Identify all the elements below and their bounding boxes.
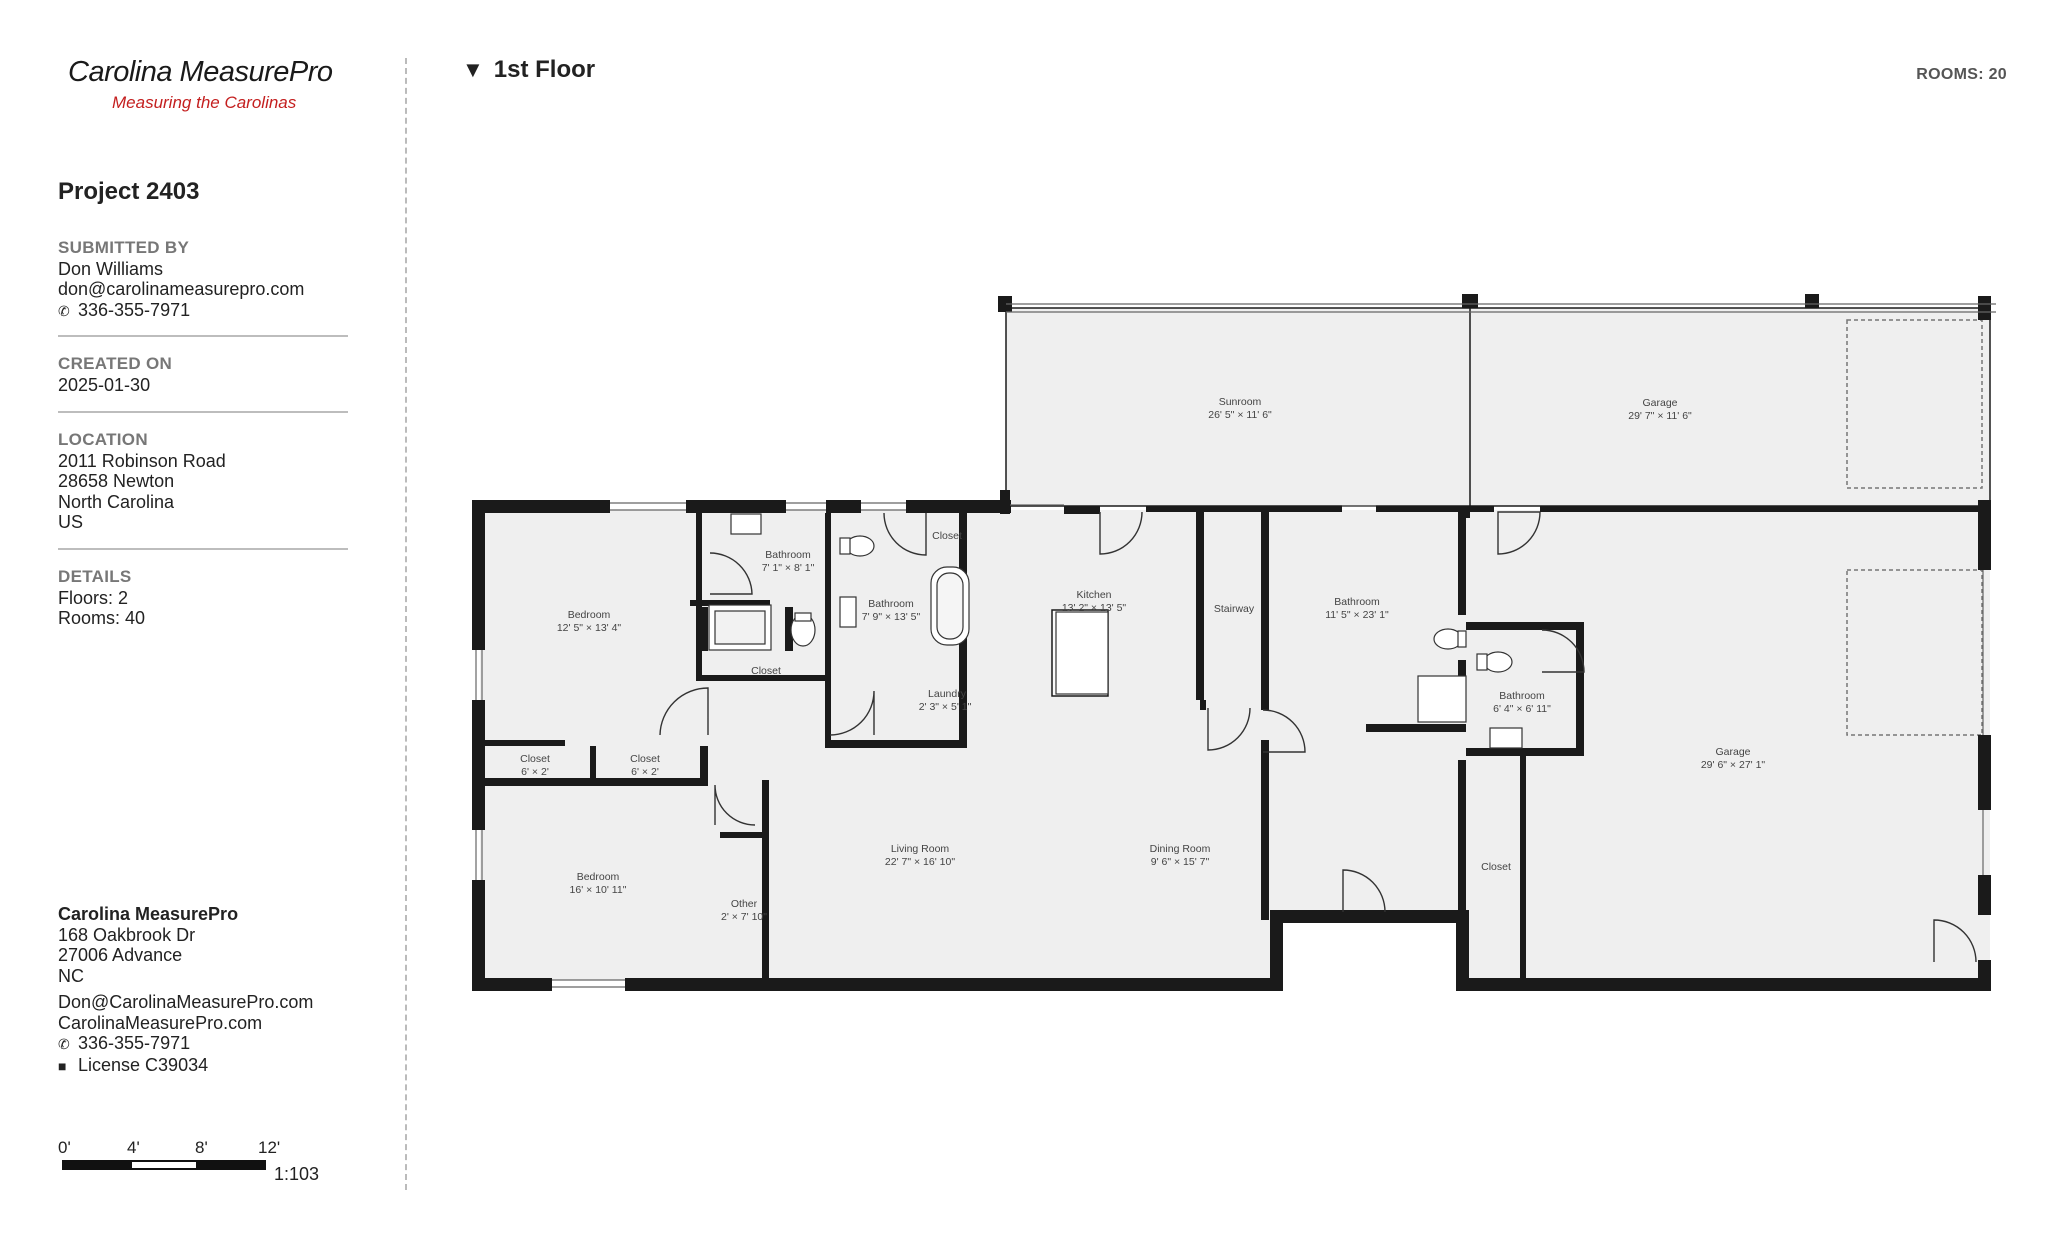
room-name: Garage	[1715, 746, 1750, 758]
room-dims: 11' 5" × 23' 1"	[1325, 609, 1389, 621]
room-name: Living Room	[891, 843, 950, 855]
floor-rooms-count: ROOMS: 20	[1916, 66, 2007, 83]
room-name: Bathroom	[765, 549, 811, 561]
created-on-date: 2025-01-30	[58, 374, 151, 395]
location-line: US	[58, 512, 84, 532]
rooms-total: Rooms: 40	[58, 608, 146, 628]
room-labels: Sunroom 26' 5" × 11' 6" Garage 29' 7" × …	[520, 396, 1765, 923]
room-name: Other	[731, 898, 758, 910]
floor-toggle[interactable]: ▼ 1st Floor	[462, 56, 595, 84]
room-dims: 13' 2" × 13' 5"	[1062, 602, 1127, 614]
location-section: LOCATION 2011 Robinson Road 28658 Newton…	[58, 430, 348, 533]
location-label: LOCATION	[58, 430, 148, 449]
room-dims: 29' 6" × 27' 1"	[1701, 759, 1766, 771]
details-label: DETAILS	[58, 567, 132, 586]
project-title: Project 2403	[58, 178, 200, 205]
fixtures	[708, 513, 1523, 749]
room-dims: 22' 7" × 16' 10"	[885, 856, 955, 868]
phone-icon: ✆	[58, 1036, 70, 1052]
company-email[interactable]: Don@CarolinaMeasurePro.com	[58, 992, 314, 1012]
company-phone: 336-355-7971	[78, 1033, 191, 1053]
room-dims: 26' 5" × 11' 6"	[1208, 409, 1272, 421]
submitter-email[interactable]: don@carolinameasurepro.com	[58, 279, 305, 299]
company-name: Carolina MeasurePro	[58, 904, 239, 924]
company-website[interactable]: CarolinaMeasurePro.com	[58, 1012, 263, 1033]
submitter-name: Don Williams	[58, 258, 164, 279]
created-on-section: CREATED ON 2025-01-30	[58, 354, 348, 395]
floor-title: 1st Floor	[493, 56, 596, 83]
room-name: Closet	[520, 753, 550, 765]
submitted-by-section: SUBMITTED BY Don Williams don@caroliname…	[58, 238, 348, 321]
room-dims: 6' × 2'	[631, 766, 659, 778]
phone-icon: ✆	[58, 302, 70, 319]
scale-tick: 12'	[258, 1138, 281, 1157]
room-name: Kitchen	[1076, 589, 1111, 601]
company-address-line: NC	[58, 965, 84, 986]
doors	[659, 511, 1977, 963]
room-name: Bedroom	[568, 609, 611, 621]
room-dims: 9' 6" × 15' 7"	[1151, 856, 1210, 868]
location-line: North Carolina	[58, 491, 175, 512]
room-name: Closet	[751, 665, 781, 677]
room-name: Bathroom	[1334, 596, 1380, 608]
room-dims: 2' × 7' 10"	[721, 911, 767, 923]
windows	[475, 303, 1996, 988]
floors-count: Floors: 2	[58, 587, 129, 608]
room-dims: 12' 5" × 13' 4"	[557, 622, 622, 634]
location-line: 28658 Newton	[58, 471, 175, 491]
company-address-line: 168 Oakbrook Dr	[58, 924, 196, 945]
walls	[472, 294, 1991, 991]
project-sidebar: Carolina MeasurePro Measuring the Caroli…	[0, 0, 405, 1242]
room-dims: 29' 7" × 11' 6"	[1628, 410, 1692, 422]
room-dims: 6' × 2'	[521, 766, 549, 778]
lock-icon: ■	[58, 1057, 67, 1074]
room-name: Laundry	[928, 688, 967, 700]
room-dims: 16' × 10' 11"	[570, 884, 627, 896]
scale-segment	[130, 1160, 198, 1170]
scale-tick: 4'	[127, 1138, 140, 1157]
room-name: Sunroom	[1219, 396, 1262, 408]
divider-line	[58, 411, 348, 413]
room-name: Bathroom	[868, 598, 914, 610]
room-name: Bedroom	[577, 871, 620, 883]
company-logo: Carolina MeasurePro	[68, 56, 333, 88]
room-name: Bathroom	[1499, 690, 1545, 702]
scale-segment	[62, 1160, 130, 1170]
room-dims: 2' 3" × 5' 1"	[919, 701, 972, 713]
divider-line	[58, 548, 348, 550]
sidebar-divider	[405, 58, 407, 1190]
location-line: 2011 Robinson Road	[58, 450, 226, 471]
submitter-phone-row[interactable]: ✆ 336-355-7971	[58, 300, 348, 322]
created-on-label: CREATED ON	[58, 354, 173, 373]
collapse-triangle-icon: ▼	[462, 57, 484, 82]
details-section: DETAILS Floors: 2 Rooms: 40	[58, 567, 348, 629]
room-dims: 6' 4" × 6' 11"	[1493, 703, 1551, 715]
scale-ratio: 1:103	[274, 1164, 320, 1184]
submitter-phone: 336-355-7971	[78, 299, 191, 320]
scale-segment	[198, 1160, 266, 1170]
company-phone-row[interactable]: ✆ 336-355-7971	[58, 1033, 313, 1055]
scale-tick: 0'	[58, 1138, 71, 1157]
room-dims: 7' 1" × 8' 1"	[762, 562, 815, 574]
submitted-by-label: SUBMITTED BY	[58, 238, 190, 257]
company-license: License C39034	[78, 1054, 209, 1075]
scale-bar: 0' 4' 8' 12' 1:103	[58, 1138, 348, 1198]
room-dims: 7' 9" × 13' 5"	[862, 611, 921, 623]
company-address-line: 27006 Advance	[58, 945, 183, 965]
room-name: Stairway	[1214, 603, 1255, 615]
room-name: Closet	[932, 530, 962, 542]
scale-tick: 8'	[195, 1138, 208, 1157]
company-license-row: ■ License C39034	[58, 1055, 313, 1077]
room-name: Dining Room	[1150, 843, 1211, 855]
company-tagline: Measuring the Carolinas	[112, 93, 297, 112]
room-name: Garage	[1642, 397, 1677, 409]
room-name: Closet	[630, 753, 660, 765]
company-info: Carolina MeasurePro 168 Oakbrook Dr 2700…	[58, 904, 313, 1076]
divider-line	[58, 335, 348, 337]
room-name: Closet	[1481, 861, 1511, 873]
